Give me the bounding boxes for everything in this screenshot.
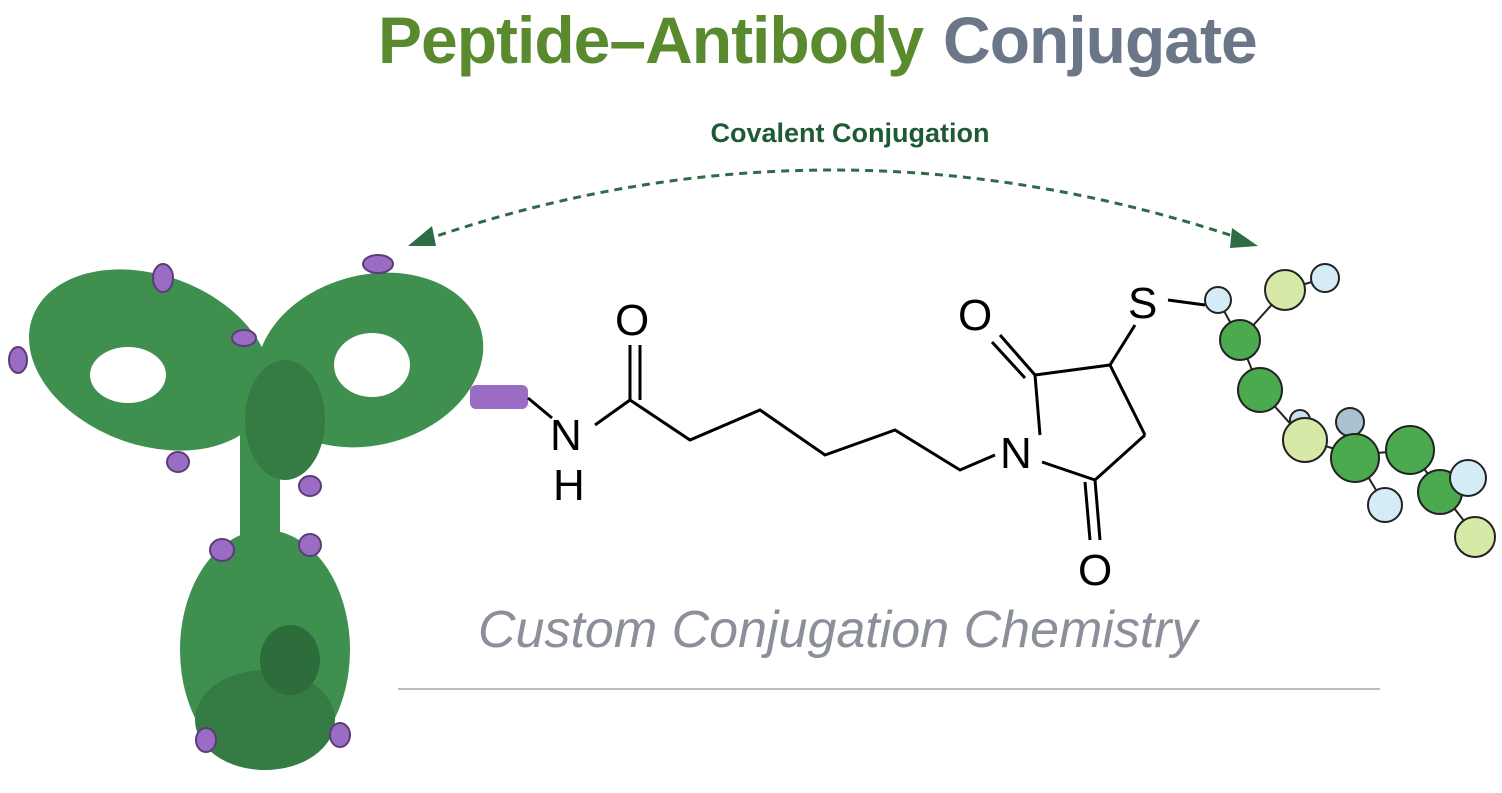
atom-nitrogen-amide: N xyxy=(550,411,582,460)
subtitle-covalent-conjugation: Covalent Conjugation xyxy=(0,118,1502,149)
antibody-illustration xyxy=(8,254,528,770)
subtitle-text: Covalent Conjugation xyxy=(710,118,990,148)
atom-oxygen-amide: O xyxy=(615,296,649,345)
arrowhead-right xyxy=(1230,228,1258,248)
atom-hydrogen: H xyxy=(553,461,585,510)
atom-nitrogen-imide: N xyxy=(1000,429,1032,478)
atom-sulfur: S xyxy=(1128,279,1157,328)
divider xyxy=(398,688,1380,690)
conjugation-arrow xyxy=(424,168,1246,242)
title-conjugate: Conjugate xyxy=(943,3,1258,77)
page-title: Peptide–Antibody Conjugate xyxy=(378,2,1258,78)
tagline: Custom Conjugation Chemistry xyxy=(478,601,1198,659)
title-peptide-antibody: Peptide–Antibody xyxy=(378,3,924,77)
chemical-structure xyxy=(527,298,1206,541)
linker-attachment xyxy=(470,385,528,409)
peptide-illustration xyxy=(1204,263,1496,558)
atom-oxygen-lower: O xyxy=(1078,546,1112,595)
atom-oxygen-upper: O xyxy=(958,291,992,340)
arrowhead-left xyxy=(408,226,436,246)
